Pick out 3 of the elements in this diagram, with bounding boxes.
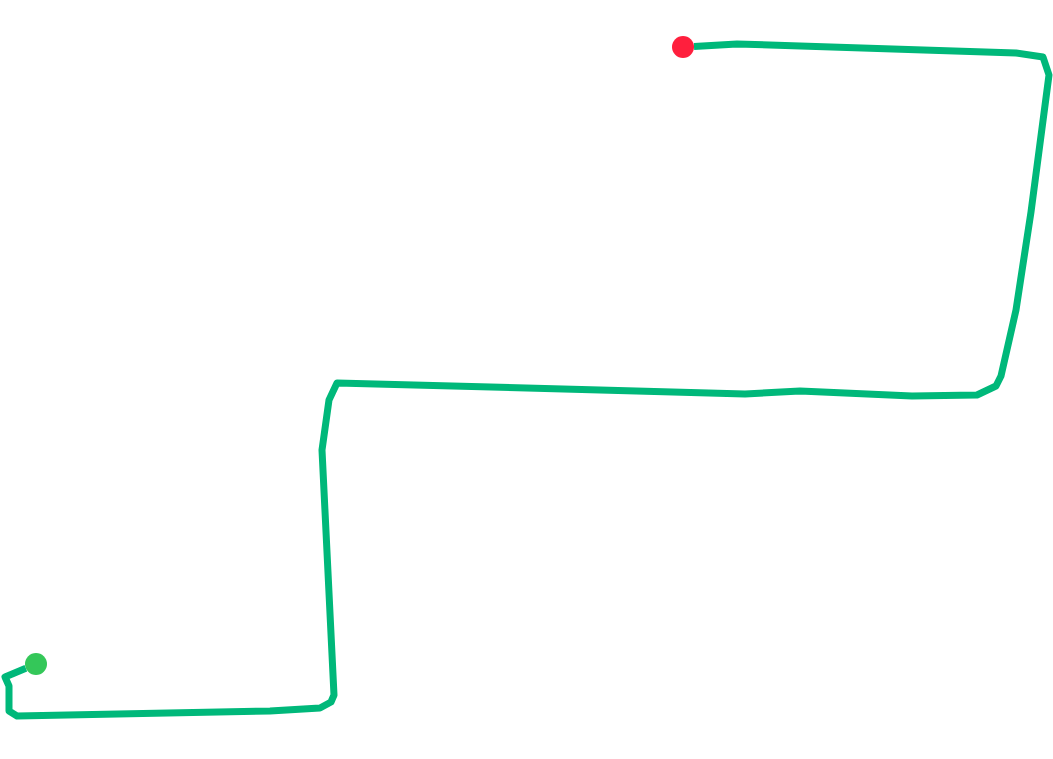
start-point-marker bbox=[25, 653, 47, 675]
end-point-marker bbox=[672, 36, 694, 58]
route-line bbox=[1, 40, 1053, 720]
